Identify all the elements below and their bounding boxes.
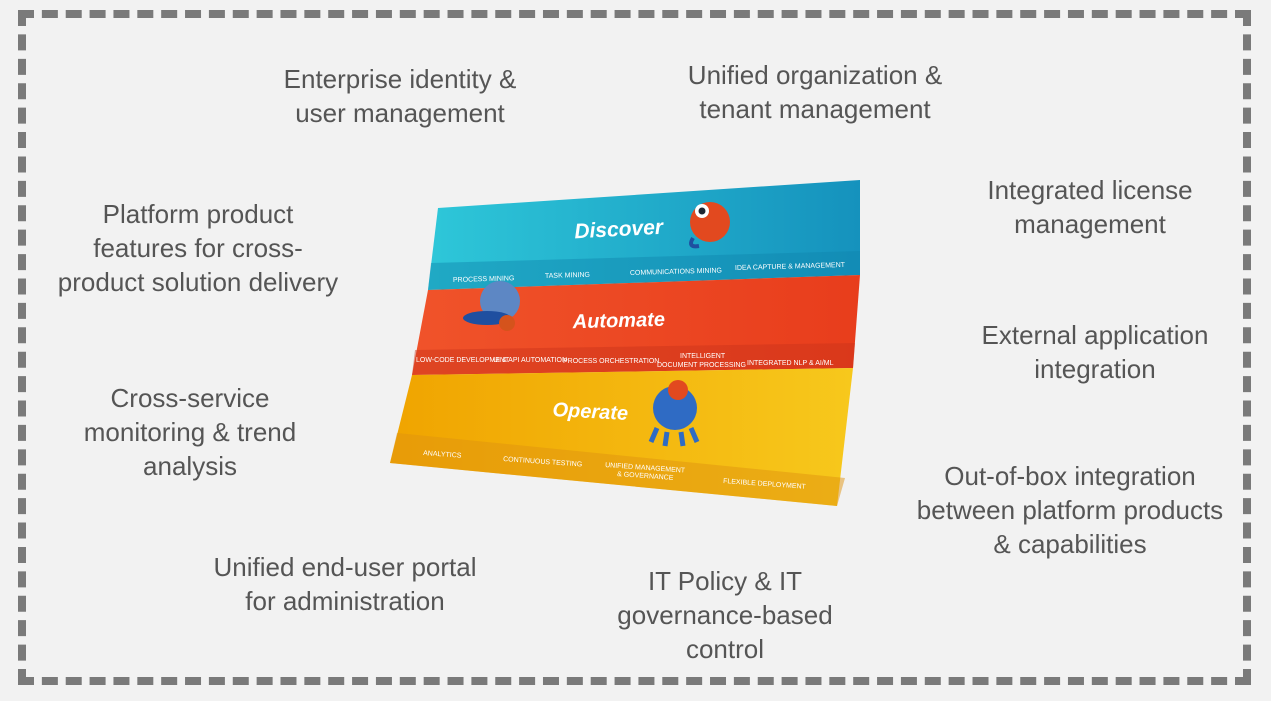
feature-platform-product: Platform product features for cross- pro… xyxy=(57,199,339,297)
layer-automate: Automate LOW-CODE DEVELOPMENT UI & API A… xyxy=(412,275,860,375)
dashed-frame xyxy=(18,10,1251,685)
automate-cap-1: LOW-CODE DEVELOPMENT xyxy=(416,357,510,364)
feature-enterprise-identity: Enterprise identity & user management xyxy=(283,64,517,128)
automate-cap-4: INTELLIGENT xyxy=(680,353,726,360)
automate-mascot xyxy=(463,281,520,331)
layer-discover-title: Discover xyxy=(574,216,666,244)
layer-operate-title: Operate xyxy=(552,399,629,425)
operate-cap-1: ANALYTICS xyxy=(423,450,462,460)
automate-cap-5: DOCUMENT PROCESSING xyxy=(657,362,746,369)
feature-integrated-license: Integrated license management xyxy=(987,175,1193,239)
discover-mascot xyxy=(689,202,730,249)
layer-discover: Discover PROCESS MINING TASK MINING COMM… xyxy=(428,180,860,290)
feature-external-integration: External application integration xyxy=(981,320,1209,384)
discover-cap-3: COMMUNICATIONS MINING xyxy=(630,267,722,277)
operate-cap-4: & GOVERNANCE xyxy=(617,471,674,482)
automate-cap-6: INTEGRATED NLP & AI/ML xyxy=(747,360,834,367)
layer-operate: Operate ANALYTICS CONTINUOUS TESTING UNI… xyxy=(390,368,853,506)
discover-cap-4: IDEA CAPTURE & MANAGEMENT xyxy=(735,262,846,272)
feature-unified-organization: Unified organization & tenant management xyxy=(687,60,943,124)
discover-cap-2: TASK MINING xyxy=(545,272,590,280)
feature-cross-service: Cross-service monitoring & trend analysi… xyxy=(83,383,297,481)
discover-cap-1: PROCESS MINING xyxy=(453,275,515,284)
layer-automate-title: Automate xyxy=(571,309,665,334)
operate-mascot xyxy=(648,380,700,447)
feature-it-policy: IT Policy & IT governance-based control xyxy=(617,566,833,664)
feature-out-of-box: Out-of-box integration between platform … xyxy=(916,461,1224,559)
automate-cap-2: UI & API AUTOMATION xyxy=(493,357,567,364)
automate-cap-3: PROCESS ORCHESTRATION xyxy=(563,358,659,365)
feature-end-user-portal: Unified end-user portal for administrati… xyxy=(213,552,477,616)
platform-stack-diagram: Discover PROCESS MINING TASK MINING COMM… xyxy=(385,178,860,508)
